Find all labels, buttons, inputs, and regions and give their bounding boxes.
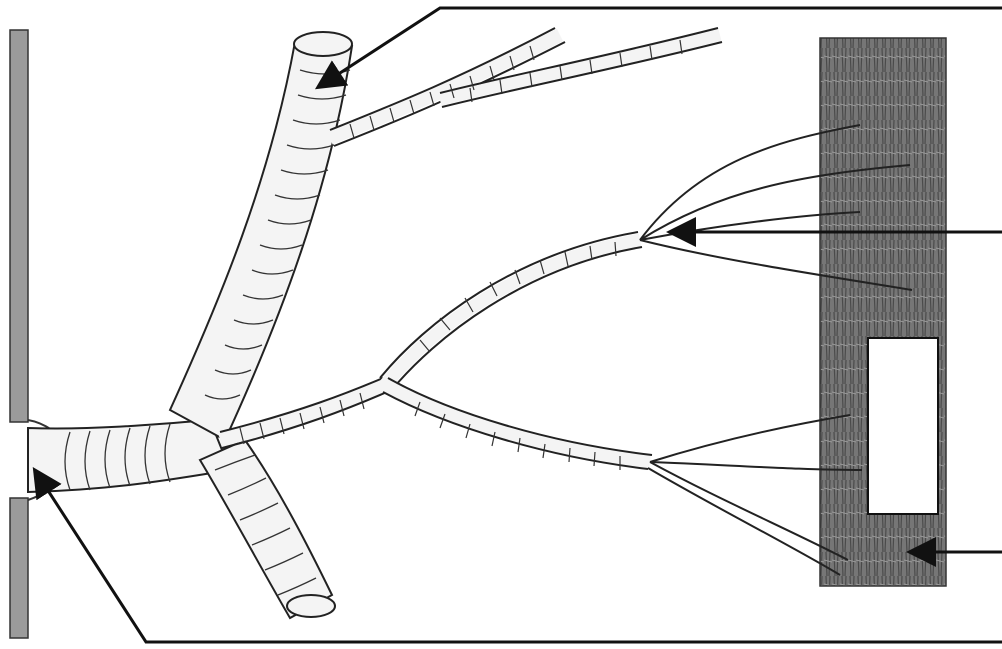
- main-trachea: [28, 32, 352, 618]
- blank-label-box: [867, 337, 939, 515]
- body-wall: [10, 30, 52, 638]
